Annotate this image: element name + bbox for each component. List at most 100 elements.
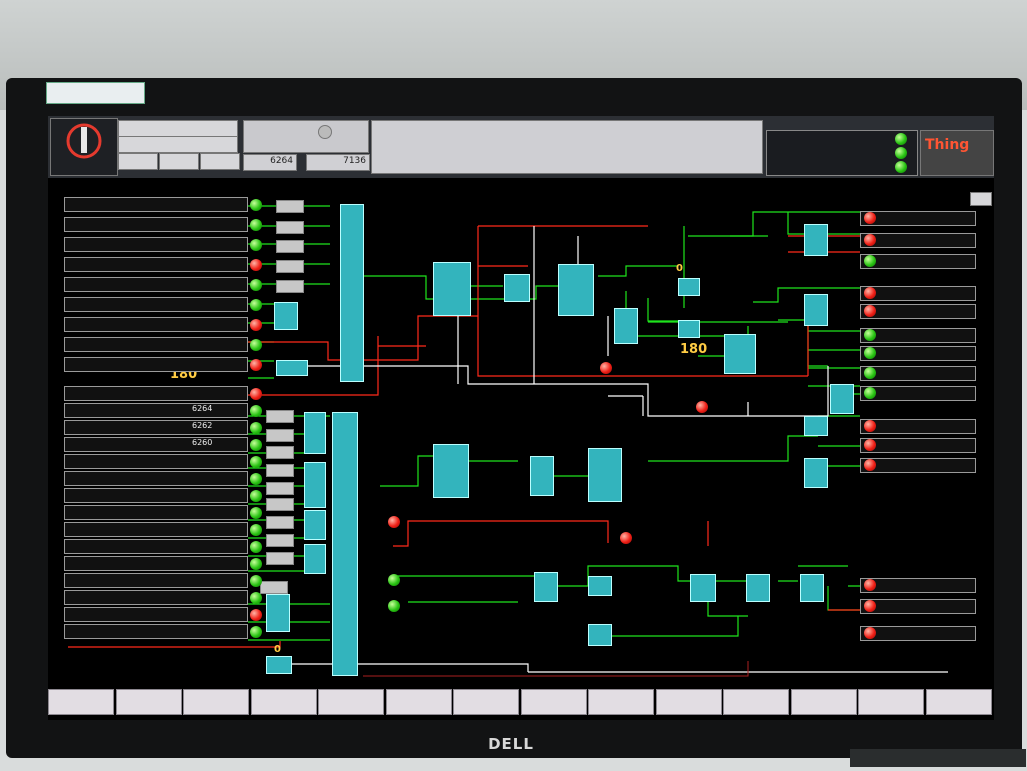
delay-block-3 [804,416,828,436]
input-tag-9 [266,464,294,477]
output-label [860,386,976,401]
output-row [860,458,976,473]
nav-button-14[interactable] [925,689,992,715]
header-bar: 6264 7136 Thing [48,116,994,178]
field1-box: 6264 [243,154,297,171]
nav-button-12[interactable] [790,689,857,715]
output-label [860,233,976,248]
status-led [250,318,262,331]
output-row [860,211,976,226]
nav-button-5[interactable] [318,689,384,715]
input-row [64,276,262,293]
status-indicator-1 [895,133,907,145]
nav-button-6[interactable] [385,689,452,715]
output-label [860,346,976,361]
field2-box: 7136 [306,154,370,171]
nav-button-3[interactable] [183,689,249,715]
nav-button-4[interactable] [250,689,317,715]
output-label [860,211,976,226]
input-label [64,556,248,571]
status-led [864,347,876,359]
input-label [64,277,248,292]
nav-button-1[interactable] [48,689,114,715]
flipflop-3 [724,334,756,374]
output-row [860,419,976,434]
status-led [864,439,876,451]
status-indicator-2 [895,147,907,159]
input-label [64,337,248,352]
watermark-caption [850,749,1026,767]
input-row [64,385,262,402]
input-label [64,454,248,469]
status-led [250,358,262,371]
company-logo [50,118,118,176]
system-mode-field [118,136,238,153]
nav-button-2[interactable] [159,153,199,170]
field2-value: 7136 [343,156,366,166]
nav-button-1[interactable] [118,153,158,170]
input-row [64,572,262,589]
nav-button-2[interactable] [115,689,182,715]
or-block-2 [266,594,290,632]
and-block-7 [804,458,828,488]
output-row [860,304,976,319]
output-row [860,346,976,361]
input-row [64,589,262,606]
timer-value-right: 180 [680,342,708,357]
timer-zero-2: 0 [274,644,281,655]
status-led [250,238,262,251]
or-block-1 [274,302,298,330]
input-label [64,471,248,486]
nav-button-11[interactable] [723,689,789,715]
timer-zero-1: 0 [676,263,683,274]
and-block-main-2 [332,412,358,676]
status-led [250,523,262,536]
status-led [250,258,262,271]
input-label [64,539,248,554]
monitor-brand-logo: DELL [488,735,534,753]
nav-button-13[interactable] [858,689,924,715]
output-row [860,386,976,401]
output-label [860,254,976,269]
status-led [250,438,262,451]
output-label [860,626,976,641]
scada-screen: 6264 7136 Thing [48,116,994,720]
run-indicator-1 [388,574,400,586]
print-button[interactable] [970,192,992,206]
output-label [860,599,976,614]
and-block-3 [504,274,530,302]
or-block-5 [800,574,824,602]
status-led [864,459,876,471]
input-tag-13 [266,534,294,547]
output-label [860,458,976,473]
nav-button-3[interactable] [200,153,240,170]
status-led [250,278,262,291]
run-indicator-2 [388,600,400,612]
and-block-main-1 [340,204,364,382]
input-label [64,197,248,212]
status-led [250,455,262,468]
input-label [64,624,248,639]
input-row [64,256,262,273]
input-row [64,236,262,253]
select-block-4 [304,544,326,574]
nav-button-9[interactable] [588,689,654,715]
output-label [860,438,976,453]
input-tag-7 [266,429,294,442]
output-row [860,626,976,641]
nav-button-10[interactable] [655,689,722,715]
select-block-3 [304,510,326,540]
input-tag-11 [266,498,294,511]
status-led [250,625,262,638]
nav-button-8[interactable] [520,689,587,715]
select-block-2 [304,462,326,508]
input-row [64,453,262,470]
nav-button-7[interactable] [453,689,519,715]
input-tag-10 [266,482,294,495]
input-label [64,607,248,622]
input-row: 6260 [64,436,262,453]
input-label [64,573,248,588]
input-row [64,356,262,373]
input-value: 6264 [192,404,213,413]
or-block-3 [830,384,854,414]
